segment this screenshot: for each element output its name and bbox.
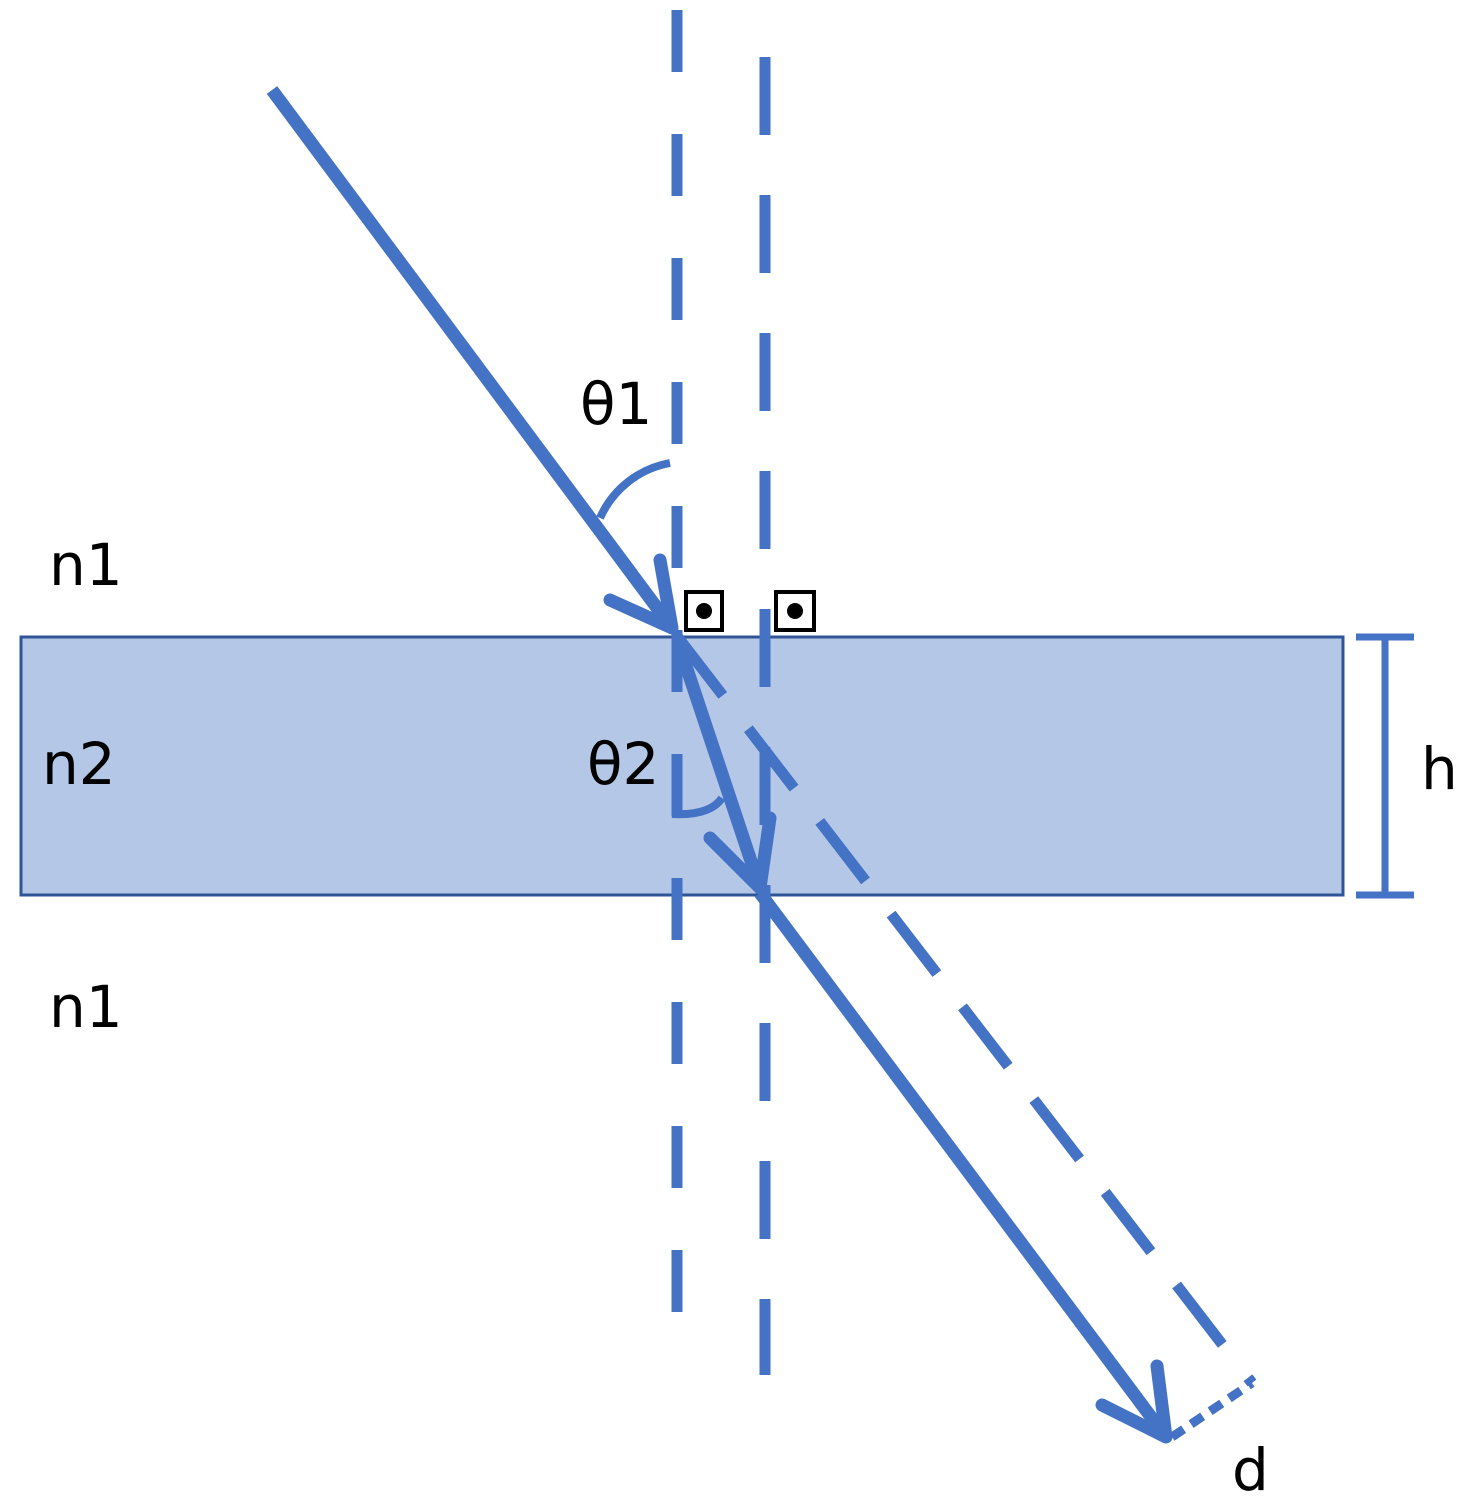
theta2-arc (671, 795, 726, 819)
n1-bottom-label: n1 (49, 973, 123, 1041)
emergent-ray (754, 889, 1172, 1441)
incident-ray-arrowhead (603, 553, 679, 635)
thickness-bracket (1356, 633, 1414, 899)
refracted-ray (671, 639, 767, 891)
n2-label: n2 (42, 730, 116, 798)
n1-top-label: n1 (49, 531, 123, 599)
right-angle-marker-entry (684, 590, 724, 632)
emergent-ray-arrowhead (1095, 1359, 1173, 1444)
undeviated-path-extension (672, 632, 1257, 1387)
h-label: h (1421, 735, 1458, 803)
refracted-ray-arrowhead (703, 811, 777, 895)
theta1-label: θ1 (580, 370, 652, 438)
theta2-label: θ2 (587, 730, 659, 798)
theta1-arc (596, 459, 671, 520)
right-angle-marker-exit (774, 590, 816, 632)
incident-ray (266, 86, 678, 632)
displacement-dotted-line (1169, 1379, 1255, 1441)
d-label: d (1232, 1436, 1269, 1504)
